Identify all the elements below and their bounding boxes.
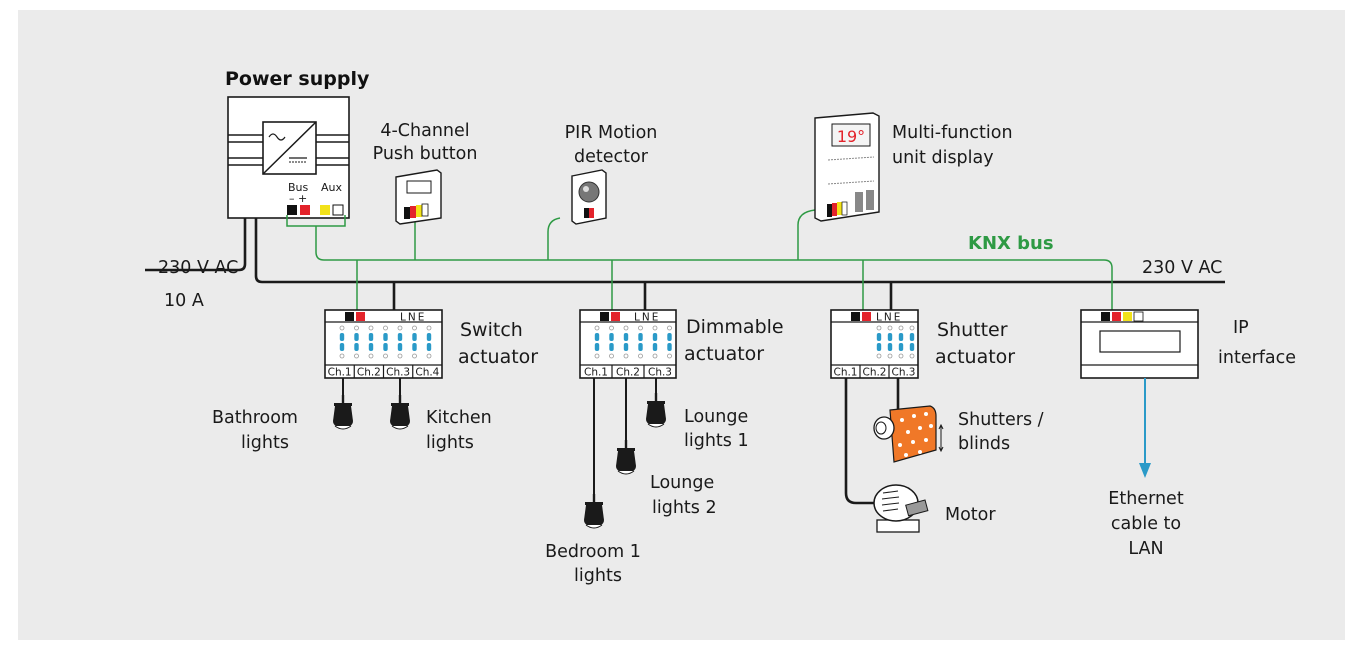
switch-actuator: LNE Ch.1 Ch.2 Ch.3 Ch.4 Switch actuator xyxy=(324,260,538,379)
bus-polarity: – + xyxy=(289,192,307,205)
lne-label: LNE xyxy=(634,312,660,324)
temperature-readout: 19° xyxy=(837,127,865,146)
shutter-actuator: LNE Ch.1 Ch.2 Ch.3 Shutter actuator xyxy=(830,260,1015,379)
channel-label: Ch.3 xyxy=(648,367,672,379)
lne-label: LNE xyxy=(400,312,426,324)
lounge1-label: lights 1 xyxy=(684,431,749,451)
motor-icon xyxy=(873,484,929,533)
shutter-blind-icon xyxy=(873,405,944,463)
motor-label: Motor xyxy=(945,505,996,525)
lounge2-label: lights 2 xyxy=(652,498,717,518)
actuators: LNE Ch.1 Ch.2 Ch.3 Ch.4 Switch actuator LNE Ch.1… xyxy=(324,260,1296,379)
knx-bus-line xyxy=(315,226,1113,310)
push-button-label: 4-Channel xyxy=(380,121,469,141)
mains-wire-in xyxy=(145,218,247,272)
power-supply-title: Power supply xyxy=(225,68,370,90)
dimmable-actuator-label: Dimmable xyxy=(686,316,784,338)
ethernet-label: Ethernet xyxy=(1108,489,1184,509)
channel-label: Ch.1 xyxy=(584,367,608,379)
channel-label: Ch.4 xyxy=(415,367,439,379)
ethernet-label: cable to xyxy=(1111,514,1181,534)
multifunction-label: unit display xyxy=(892,148,994,168)
motor-wire xyxy=(844,378,874,505)
channel-label: Ch.2 xyxy=(616,367,640,379)
bus-label: Bus xyxy=(288,181,309,194)
shutter-actuator-label: Shutter xyxy=(937,319,1008,341)
ip-label: IP xyxy=(1233,318,1249,338)
channel-label: Ch.2 xyxy=(357,367,381,379)
switch-actuator-label: actuator xyxy=(458,346,538,368)
push-button-label: Push button xyxy=(373,144,478,164)
lounge2-label: Lounge xyxy=(650,473,714,493)
shutter-actuator-label: actuator xyxy=(935,346,1015,368)
power-supply: Power supply Bus – + Aux xyxy=(225,68,370,219)
ethernet-label: LAN xyxy=(1128,539,1163,559)
kitchen-label: lights xyxy=(426,433,474,453)
dimmable-actuator-label: actuator xyxy=(684,343,764,365)
multifunction-label: Multi-function xyxy=(892,123,1013,143)
multifunction-display-device: 19° Multi-function unit display xyxy=(814,112,1013,222)
mains-label-right: 230 V AC xyxy=(1142,258,1222,278)
fuse-label: 10 A xyxy=(164,291,204,311)
lne-label: LNE xyxy=(876,312,902,324)
channel-label: Ch.3 xyxy=(386,367,410,379)
shutters-label: Shutters / xyxy=(958,410,1044,430)
ip-actuator: IP interface xyxy=(1080,309,1296,379)
kitchen-label: Kitchen xyxy=(426,408,492,428)
channel-label: Ch.1 xyxy=(328,367,352,379)
mains-wire xyxy=(254,218,1225,284)
bathroom-label: Bathroom xyxy=(212,408,298,428)
bedroom-label: lights xyxy=(574,566,622,586)
ip-label: interface xyxy=(1218,348,1296,368)
channel-label: Ch.1 xyxy=(833,367,857,379)
dimmable-actuator: LNE Ch.1 Ch.2 Ch.3 Dimmable actuator xyxy=(579,260,784,379)
push-button-device: 4-Channel Push button xyxy=(373,121,478,225)
arrow-down-icon xyxy=(1139,463,1151,478)
pir-label: detector xyxy=(574,147,649,167)
shutters-label: blinds xyxy=(958,434,1010,454)
bedroom-label: Bedroom 1 xyxy=(545,542,641,562)
knx-bus-label: KNX bus xyxy=(968,233,1054,254)
lounge1-label: Lounge xyxy=(684,407,748,427)
mains-label-left: 230 V AC xyxy=(158,258,238,278)
switch-actuator-label: Switch xyxy=(460,319,523,341)
pir-detector-device: PIR Motion detector xyxy=(565,123,658,225)
bathroom-label: lights xyxy=(241,433,289,453)
pir-label: PIR Motion xyxy=(565,123,658,143)
channel-label: Ch.3 xyxy=(891,367,915,379)
channel-label: Ch.2 xyxy=(862,367,886,379)
aux-label: Aux xyxy=(321,181,342,194)
